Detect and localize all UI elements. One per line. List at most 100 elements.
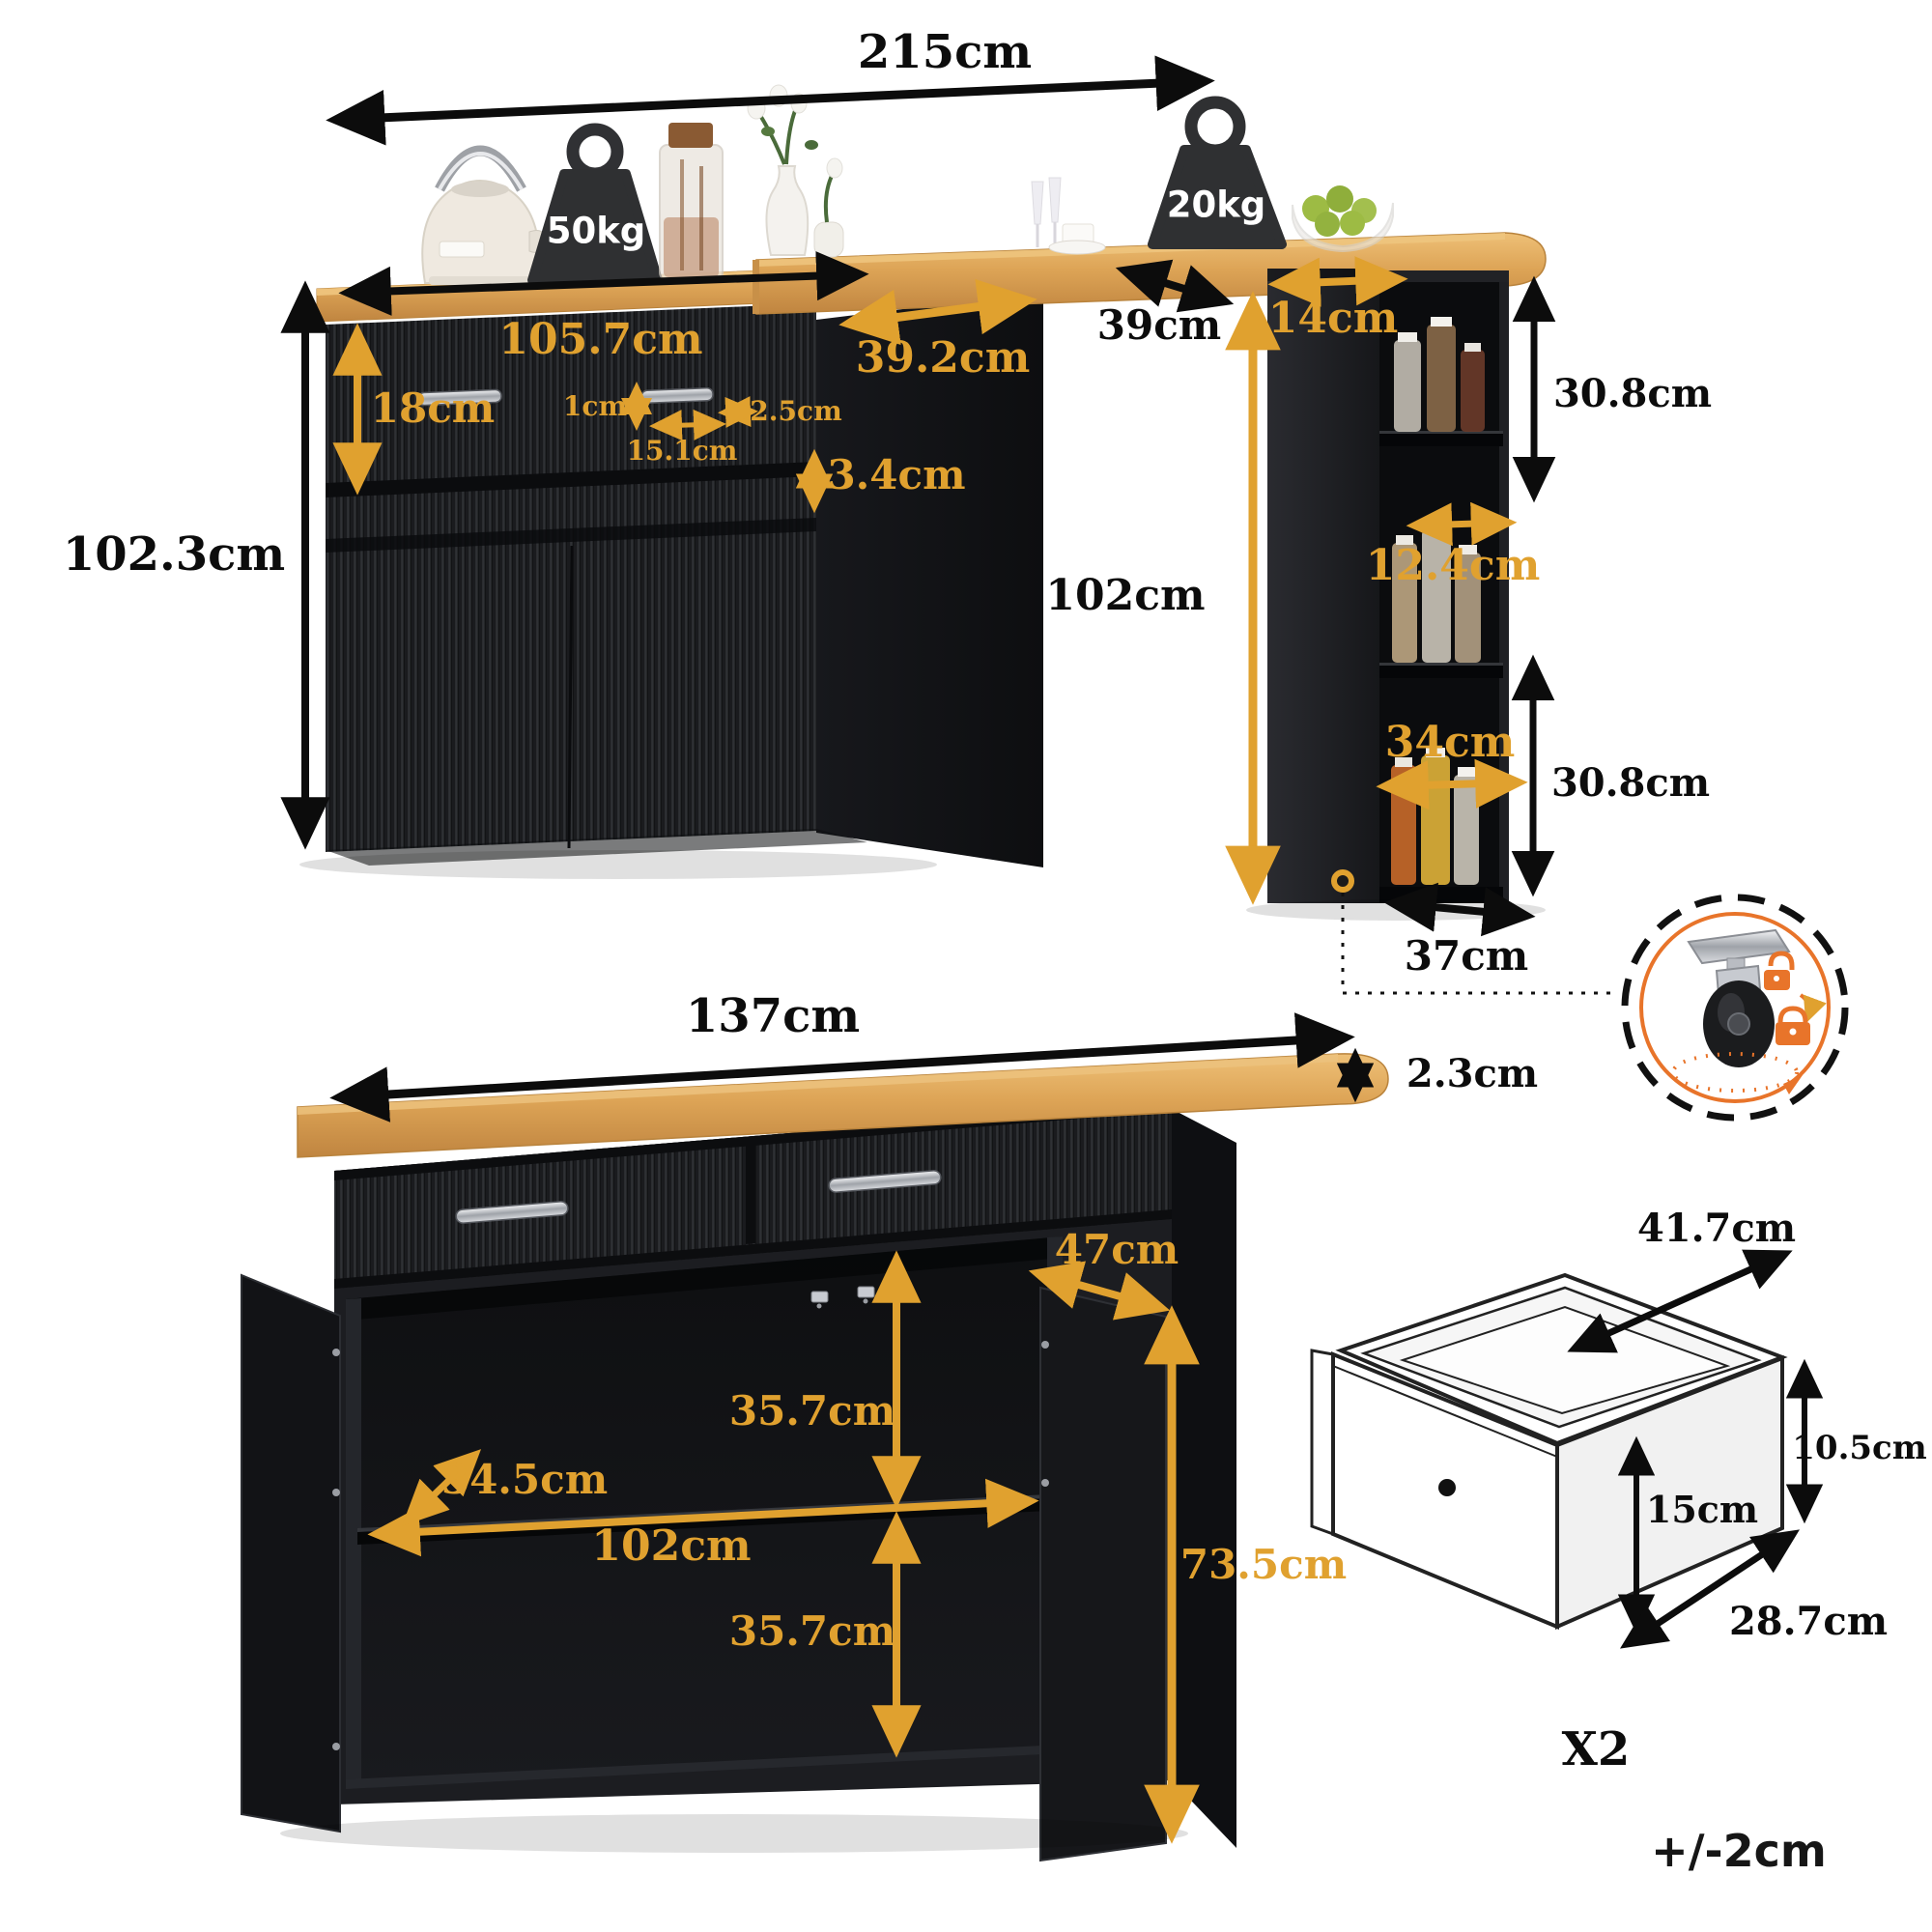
shelf-board-1-edge: [1379, 431, 1503, 434]
caster-wheel-icon: [1671, 928, 1803, 1094]
left-door-hinge-1: [332, 1349, 340, 1356]
hinge-hardware: [810, 1286, 875, 1309]
dim-arrow-34: [1376, 758, 1528, 810]
right-door-hinge-2: [1041, 1479, 1049, 1487]
dim-arrow-47: [1028, 1261, 1171, 1321]
drawer-front-groove: [1332, 1365, 1558, 1458]
dim-label-handle-width: 15.1cm: [626, 435, 738, 467]
drawer-band-bottom-line: [334, 1209, 1172, 1289]
lock-open-icon: [1764, 951, 1795, 990]
dim-label-overhang: 39cm: [1096, 301, 1222, 349]
dim-arrows-drawer: [1567, 1249, 1824, 1649]
dim-label-drawer-height: 18cm: [370, 384, 496, 432]
dim-label-drawer-depth: 28.7cm: [1728, 1599, 1889, 1644]
drawer-front-edge: [1310, 1349, 1335, 1537]
cabinet-floor-shadow: [280, 1814, 1188, 1853]
dim-arrows-bottom: [329, 1012, 1375, 1844]
dim-arrow-105-7: [338, 251, 869, 316]
dim-label-door-height: 73.5cm: [1179, 1541, 1348, 1588]
dim-label-lower-height: 35.7cm: [728, 1607, 896, 1655]
drawer-diagram: [1310, 1249, 1824, 1649]
island-plinth-shadow: [326, 829, 867, 866]
dim-label-upper-height: 35.7cm: [728, 1387, 896, 1435]
dim-label-drawer-width: 41.7cm: [1636, 1206, 1797, 1251]
dim-arrow-41-7: [1567, 1249, 1793, 1353]
dim-arrow-37: [1383, 882, 1536, 937]
shelf-unit-top: [1379, 270, 1509, 282]
dim-arrows-top: [280, 55, 1556, 937]
bottom-drawer-handle-left: [455, 1201, 569, 1224]
caster-position-dot: [1331, 869, 1354, 893]
left-door-hinge-3: [332, 1743, 340, 1750]
dim-label-door-width: 47cm: [1054, 1226, 1179, 1273]
open-cabinet-figure: [241, 1012, 1389, 1862]
dim-label-island-width: 105.7cm: [498, 315, 703, 364]
dim-arrow-28-7: [1619, 1529, 1801, 1649]
bar-leg-column: [1267, 269, 1379, 903]
drawer-knob: [1438, 1479, 1456, 1496]
dim-label-leg-width: 14cm: [1267, 294, 1399, 343]
cabinet-side-panel: [1172, 1109, 1236, 1848]
dim-label-island-depth: 39.2cm: [855, 333, 1031, 383]
drawer-side-panel: [1555, 1355, 1784, 1631]
dim-label-top-thickness: 2.3cm: [1406, 1051, 1539, 1096]
island-side-panel: [816, 292, 1043, 867]
right-door-hinge-1: [1041, 1341, 1049, 1349]
weight-50kg-icon: [527, 123, 663, 285]
dim-arrow-39: [1115, 259, 1235, 313]
dim-label-drawer-side: 10.5cm: [1792, 1429, 1927, 1467]
door-seam: [567, 545, 574, 849]
drawer-floor: [1399, 1305, 1731, 1415]
bottom-drawer-handle-right: [828, 1170, 942, 1193]
carafe-icon: [659, 123, 724, 281]
dim-label-inner-width: 102cm: [591, 1521, 752, 1571]
left-door-open: [241, 1273, 341, 1833]
lock-closed-icon: [1776, 1006, 1810, 1045]
dim-arrow-12-4: [1406, 501, 1518, 547]
dim-label-handle-depth: 2.5cm: [750, 395, 842, 427]
glasses-plate-icon: [1031, 177, 1106, 255]
dim-arrow-215: [326, 55, 1215, 146]
dim-arrow-39-2: [838, 278, 1037, 346]
dim-label-leg-depth: 37cm: [1404, 932, 1529, 980]
left-door-hinge-2: [332, 1489, 340, 1496]
dim-arrow-14: [1267, 256, 1408, 307]
dim-arrow-137: [329, 1012, 1355, 1122]
dim-label-bar-height: 102cm: [1045, 571, 1206, 620]
dim-label-drawer-front: 15cm: [1645, 1488, 1759, 1531]
island-figure: [280, 55, 1849, 1122]
front-rail: [326, 518, 816, 553]
dim-label-gap-height: 3.4cm: [827, 451, 966, 498]
weight-20kg-icon: [1148, 96, 1287, 249]
dim-label-shelf-mid: 34cm: [1384, 718, 1516, 767]
dim-arrow-15-1: [649, 409, 726, 441]
right-door-open: [1039, 1286, 1167, 1862]
shelf-unit-right-wall: [1499, 270, 1509, 903]
dim-label-total-width: 215cm: [857, 25, 1033, 79]
dim-label-shelf-depth: 12.4cm: [1365, 541, 1541, 590]
island-floor-shadow: [299, 850, 937, 879]
shelf-board-2: [1379, 665, 1503, 678]
weight-label-20kg: 20kg: [1166, 184, 1266, 226]
tolerance-note: +/-2cm: [1651, 1825, 1827, 1877]
drawer-split: [746, 1137, 755, 1244]
dim-label-island-height: 102.3cm: [62, 527, 286, 582]
kettle-icon: [421, 145, 545, 285]
caster-callout: [1331, 869, 1849, 1122]
dim-arrow-102-inner: [367, 1478, 1039, 1557]
drawer-handle-left: [417, 388, 502, 407]
dim-label-top-width: 137cm: [685, 989, 861, 1043]
drawer-recess: [326, 462, 816, 497]
bar-top-end-grain: [753, 260, 759, 314]
dim-label-handle-gap: 1cm: [562, 390, 628, 422]
weight-label-50kg: 50kg: [546, 210, 646, 252]
spice-jars: [1391, 317, 1485, 885]
vase-flowers-icon: [747, 84, 844, 258]
dim-arrow-34-5: [401, 1449, 482, 1526]
interior-left-wall: [346, 1298, 361, 1789]
lock-transition-arrow: [1799, 993, 1827, 1024]
dim-label-shelf-top: 30.8cm: [1552, 371, 1713, 416]
rotation-arrow-icon: [1671, 1052, 1799, 1093]
